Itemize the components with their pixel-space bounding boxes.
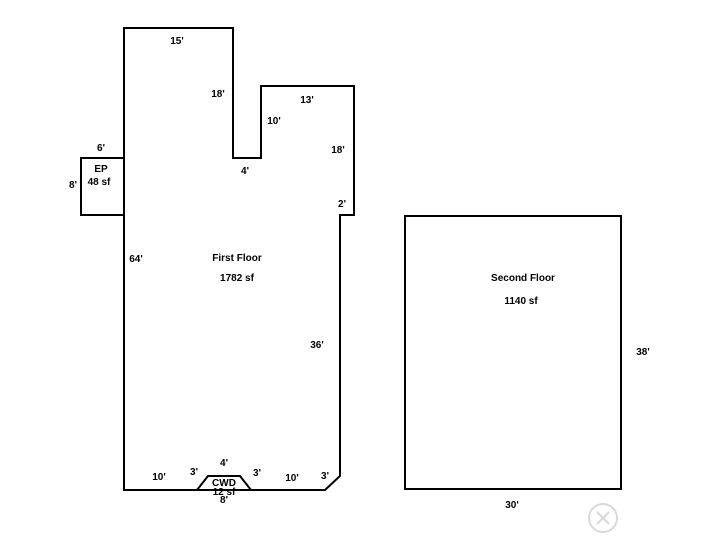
closet-name: CWD bbox=[212, 478, 236, 489]
watermark-logo bbox=[588, 503, 618, 533]
first-floor-title: First Floor bbox=[212, 253, 262, 264]
dim-bottom-right: 10' bbox=[285, 473, 299, 484]
second-floor-title: Second Floor bbox=[491, 273, 555, 284]
porch-area: 48 sf bbox=[88, 177, 111, 188]
enclosed-porch-outline bbox=[80, 157, 124, 216]
first-floor-area: 1782 sf bbox=[220, 273, 255, 284]
dim-left: 64' bbox=[129, 254, 143, 265]
porch-depth-label: 8' bbox=[69, 180, 77, 191]
second-floor-height-label: 38' bbox=[636, 347, 650, 358]
dim-bottom-left-small: 3' bbox=[190, 467, 198, 478]
dim-top: 15' bbox=[170, 36, 184, 47]
dim-right: 36' bbox=[310, 340, 324, 351]
dim-notch-left: 18' bbox=[211, 89, 225, 100]
dim-notch-right: 10' bbox=[267, 116, 281, 127]
second-floor-area: 1140 sf bbox=[504, 296, 538, 307]
first-floor-outline bbox=[123, 27, 355, 491]
dim-upper-right-side: 18' bbox=[331, 145, 345, 156]
dim-notch-bottom: 4' bbox=[241, 166, 249, 177]
second-floor-outline bbox=[404, 215, 622, 490]
dim-upper-right-top: 13' bbox=[300, 95, 314, 106]
dim-corner: 3' bbox=[321, 471, 329, 482]
second-floor-width-label: 30' bbox=[505, 500, 519, 511]
dim-step: 2' bbox=[338, 199, 346, 210]
dim-bottom-left: 10' bbox=[152, 472, 166, 483]
dim-bottom-right-small: 3' bbox=[253, 468, 261, 479]
closet-bottom-label: 8' bbox=[220, 495, 228, 506]
closet-area: 12 sf bbox=[213, 487, 236, 498]
porch-width-label: 6' bbox=[97, 143, 105, 154]
closet-top-label: 4' bbox=[220, 458, 228, 469]
porch-name: EP bbox=[94, 164, 108, 175]
